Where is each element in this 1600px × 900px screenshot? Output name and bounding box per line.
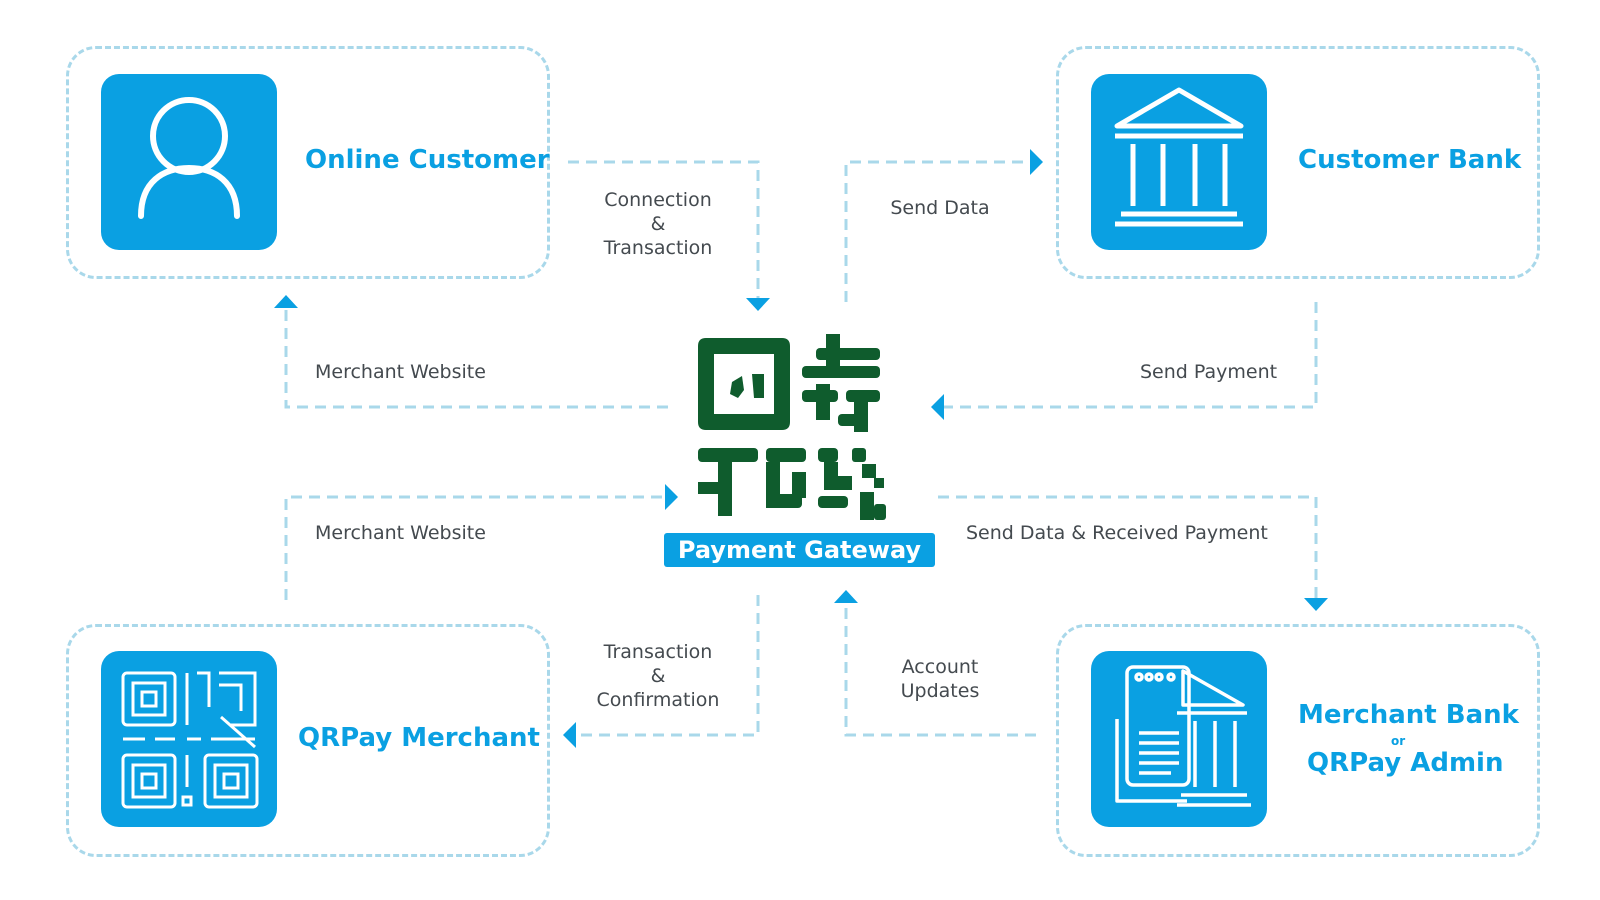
connector-merchant-bank-to-gateway: [844, 602, 1036, 737]
qrpay-merchant-title: QRPay Merchant: [298, 723, 540, 753]
bank-document-icon: [1091, 651, 1267, 827]
customer-bank-title: Customer Bank: [1298, 145, 1522, 175]
connector-merchant-to-gateway: [284, 495, 668, 600]
connector-gateway-to-customer: [284, 305, 668, 409]
qrpay-merchant-box: [66, 624, 550, 857]
flow-label-merchant-website-top: Merchant Website: [315, 361, 486, 383]
customer-bank-box: [1056, 46, 1540, 279]
connector-customer-to-gateway: [568, 160, 760, 298]
flow-label-send-payment: Send Payment: [1140, 361, 1278, 383]
arrow-right-icon: [1030, 149, 1043, 175]
flow-label-account-updates: Account Updates: [900, 656, 980, 702]
merchant-bank-box: [1056, 624, 1540, 857]
merchant-bank-or: or: [1391, 734, 1406, 748]
flow-label-send-data: Send Data: [890, 197, 990, 219]
qrpay-admin-title: QRPay Admin: [1307, 748, 1504, 778]
merchant-bank-title: Merchant Bank: [1298, 700, 1519, 730]
bank-icon: [1091, 74, 1267, 250]
arrow-left-icon: [563, 722, 576, 748]
arrow-down-icon: [1304, 598, 1328, 611]
connector-gateway-to-merchant: [576, 595, 760, 737]
arrow-up-icon: [274, 295, 298, 308]
connector-gateway-to-customer-bank: [844, 160, 1030, 302]
flow-label-transaction-confirmation: Transaction & Confirmation: [596, 641, 720, 711]
payment-gateway-label: Payment Gateway: [664, 533, 935, 567]
online-customer-title: Online Customer: [305, 145, 550, 175]
user-icon: [101, 74, 277, 250]
arrow-down-icon: [746, 298, 770, 311]
arrow-left-icon: [931, 394, 944, 420]
connector-gateway-to-merchant-bank: [938, 495, 1318, 598]
flow-label-send-data-received-payment: Send Data & Received Payment: [966, 522, 1268, 544]
arrow-right-icon: [665, 484, 678, 510]
qr-logo-icon: [698, 334, 886, 520]
arrow-up-icon: [834, 590, 858, 603]
online-customer-box: [66, 46, 550, 279]
connector-customer-bank-to-gateway: [940, 302, 1318, 409]
flow-label-connection-transaction: Connection & Transaction: [603, 189, 713, 259]
qr-code-icon: [101, 651, 277, 827]
flow-label-merchant-website-bottom: Merchant Website: [315, 522, 486, 544]
